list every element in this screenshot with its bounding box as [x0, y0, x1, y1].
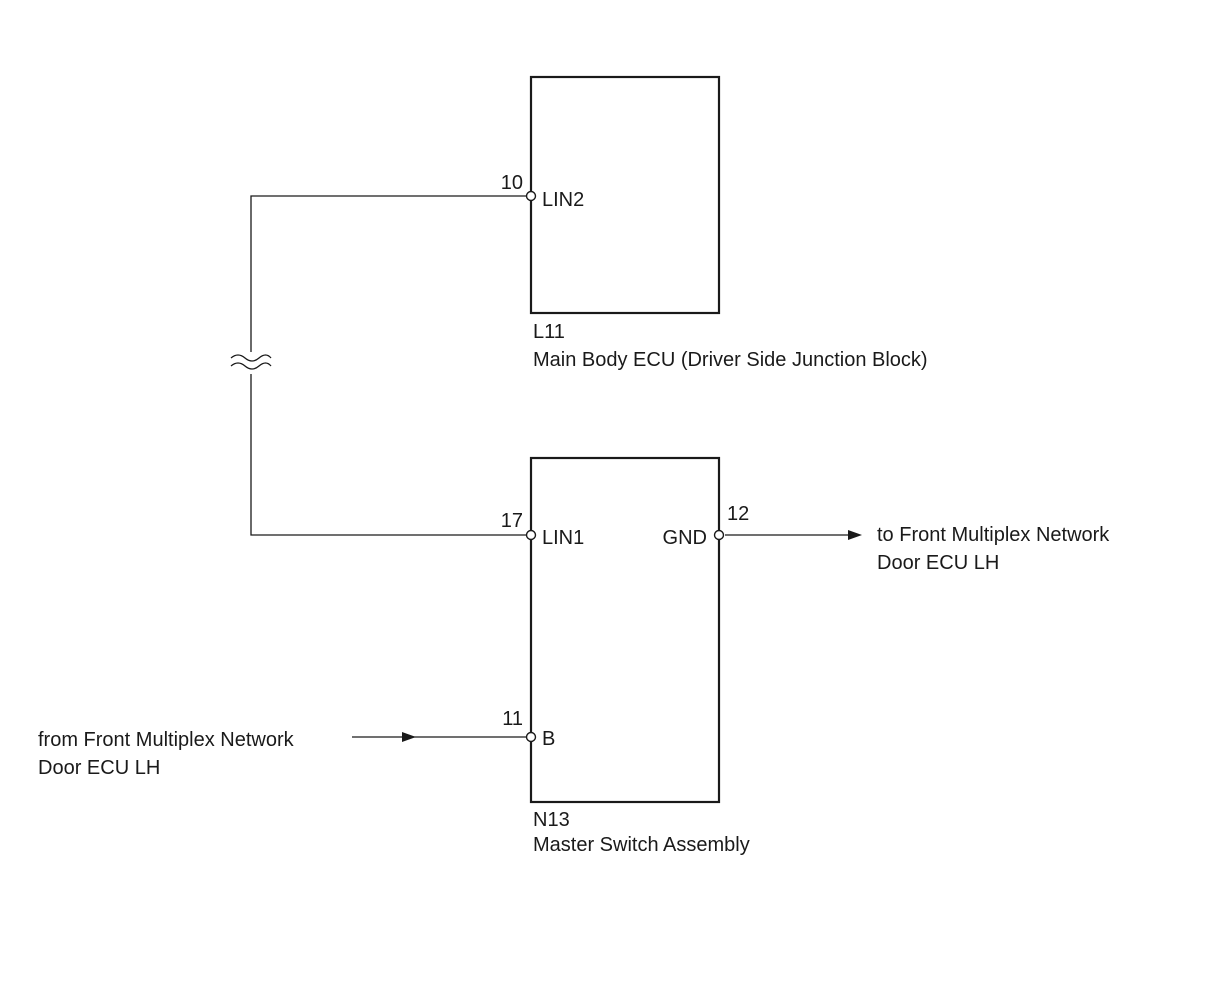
master-switch-code: N13: [533, 809, 570, 831]
pin-gnd-number: 12: [727, 503, 749, 525]
terminal-lin2-icon: [525, 190, 537, 202]
wire-break-symbol: [230, 354, 272, 370]
master-switch-box: [529, 456, 721, 804]
pin-lin2-number: 10: [501, 172, 523, 194]
pin-gnd: 12 GND: [663, 503, 750, 549]
to-network-label-line1: to Front Multiplex Network: [877, 524, 1110, 546]
main-body-ecu-name: Main Body ECU (Driver Side Junction Bloc…: [533, 349, 928, 371]
master-switch-assembly: N13 Master Switch Assembly 17 LIN1 12 GN…: [501, 456, 750, 856]
lin-bus-wire: [230, 195, 526, 536]
main-body-ecu: L11 Main Body ECU (Driver Side Junction …: [501, 75, 928, 371]
to-network-label-line2: Door ECU LH: [877, 552, 999, 574]
lin-wire-upper: [250, 195, 526, 352]
lin-wire-lower: [250, 374, 526, 536]
pin-lin2-label: LIN2: [542, 189, 584, 211]
master-switch-name: Master Switch Assembly: [533, 834, 750, 856]
terminal-b-icon: [525, 731, 537, 743]
gnd-output-wire: to Front Multiplex Network Door ECU LH: [725, 524, 1110, 574]
terminal-gnd-icon: [713, 529, 725, 541]
gnd-arrow-icon: [848, 530, 862, 540]
main-body-ecu-code: L11: [533, 321, 565, 343]
b-arrow-icon: [402, 732, 416, 742]
from-network-label-line2: Door ECU LH: [38, 757, 160, 779]
terminal-lin1-icon: [525, 529, 537, 541]
from-network-label-line1: from Front Multiplex Network: [38, 729, 295, 751]
pin-lin1: 17 LIN1: [501, 510, 585, 549]
pin-lin1-label: LIN1: [542, 527, 584, 549]
pin-gnd-label: GND: [663, 527, 707, 549]
b-input-wire: from Front Multiplex Network Door ECU LH: [38, 729, 526, 779]
pin-b-number: 11: [502, 708, 523, 730]
pin-lin1-number: 17: [501, 510, 523, 532]
pin-lin2: 10 LIN2: [501, 172, 585, 211]
pin-b-label: B: [542, 728, 555, 750]
pin-b: 11 B: [502, 708, 555, 750]
